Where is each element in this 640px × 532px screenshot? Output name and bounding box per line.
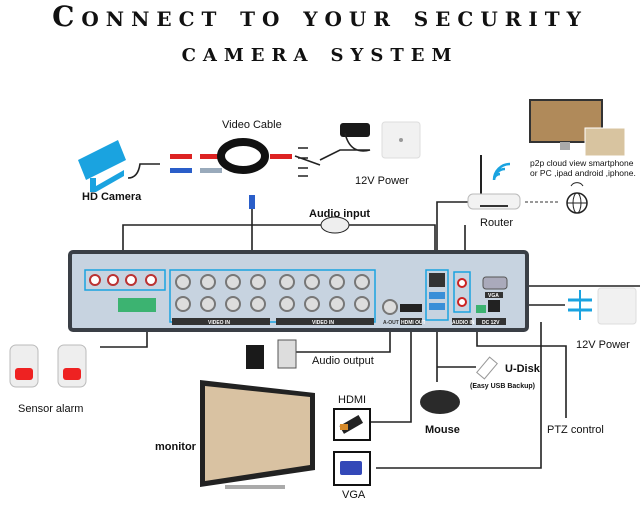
bnc-video-port <box>250 296 266 312</box>
sensor-alarm-icon <box>9 344 87 388</box>
bnc-video-port <box>225 296 241 312</box>
panel-video-in-2: VIDEO IN <box>312 320 334 326</box>
udisk-note: (Easy USB Backup) <box>470 383 535 390</box>
title-line-2: camera system <box>181 38 459 68</box>
usb-drive-icon <box>476 356 498 380</box>
mouse-icon <box>420 390 460 414</box>
mouse-label: Mouse <box>425 424 460 436</box>
panel-audio-in: AUDIO IN <box>452 320 475 326</box>
video-cable-icon <box>127 138 321 209</box>
monitor-label: monitor <box>155 441 197 453</box>
power-top-label: 12V Power <box>355 175 409 187</box>
bnc-video-port <box>200 296 216 312</box>
monitor-icon <box>200 380 315 489</box>
panel-dc-12v: DC 12V <box>482 320 500 326</box>
bnc-video-port <box>354 274 370 290</box>
bnc-video-port <box>329 274 345 290</box>
wifi-icon <box>492 162 511 181</box>
title-line-1: Connect to your security <box>52 0 588 33</box>
bnc-video-port <box>225 274 241 290</box>
bnc-video-port <box>354 296 370 312</box>
microphone-icon <box>320 216 350 234</box>
power-outlet-icon <box>381 121 421 159</box>
bnc-video-port <box>250 274 266 290</box>
panel-vga: VGA <box>488 293 499 299</box>
bnc-video-port <box>304 274 320 290</box>
ptz-label: PTZ control <box>547 424 604 436</box>
hd-camera-icon <box>78 140 126 192</box>
hdmi-connector-icon <box>333 408 371 441</box>
vga-connector-icon <box>333 451 371 486</box>
bnc-video-port <box>329 296 345 312</box>
router-icon <box>467 155 521 210</box>
bnc-video-port <box>279 296 295 312</box>
power-outlet-right-icon <box>597 287 637 325</box>
udisk-label: U-Disk <box>505 363 541 375</box>
panel-hdmi-out: HDMI OUT <box>401 320 426 326</box>
dc-power-icon <box>568 290 592 320</box>
bnc-video-port <box>279 274 295 290</box>
video-cable-label: Video Cable <box>222 119 282 131</box>
p2p-line-2: or PC ,ipad android ,iphone. <box>530 168 636 178</box>
speaker-icon <box>246 339 297 369</box>
globe-icon <box>566 182 588 214</box>
bnc-video-port <box>175 274 191 290</box>
panel-aout: A-OUT <box>383 320 399 326</box>
vga-label: VGA <box>342 489 366 501</box>
power-adapter-icon <box>319 123 371 161</box>
cloud-view-monitor-icon <box>529 99 626 157</box>
audio-input-label: Audio input <box>309 208 370 220</box>
router-label: Router <box>480 217 513 229</box>
sensor-alarm-label: Sensor alarm <box>18 403 83 415</box>
bnc-video-port <box>200 274 216 290</box>
hd-camera-label: HD Camera <box>82 191 142 203</box>
panel-video-in-1: VIDEO IN <box>208 320 230 326</box>
bnc-video-port <box>175 296 191 312</box>
bnc-video-port <box>304 296 320 312</box>
power-right-label: 12V Power <box>576 339 630 351</box>
dvr-back-panel: VIDEO IN VIDEO IN A-OUT HDMI OUT AUDIO I… <box>68 250 529 332</box>
audio-output-label: Audio output <box>312 355 374 367</box>
p2p-line-1: p2p cloud view smartphone <box>530 158 634 168</box>
hdmi-label: HDMI <box>338 394 366 406</box>
